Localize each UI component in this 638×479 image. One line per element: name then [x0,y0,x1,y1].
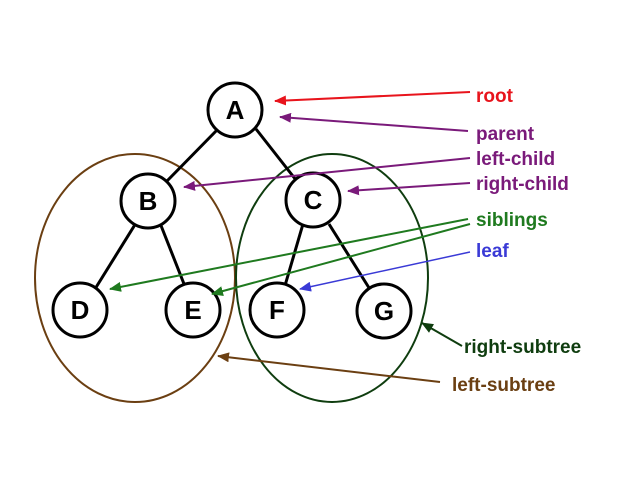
edge-c-f [282,223,305,290]
left-subtree-label: left-subtree [452,375,555,396]
node-a-label: A [226,95,245,125]
edge-b-d [93,222,138,290]
node-a: A [206,81,264,139]
edge-b-e [158,222,188,290]
siblings-arrow-e [211,223,471,296]
right-child-label: right-child [476,174,569,195]
node-b-label: B [139,186,158,216]
node-f: F [248,281,306,339]
node-c-label: C [304,185,323,215]
right-subtree-ellipse [235,153,429,403]
node-b: B [119,172,177,230]
leaf-arrow [299,251,471,292]
leaf-label: leaf [476,241,509,262]
parent-label: parent [476,124,535,145]
node-c: C [284,171,342,229]
left-child-arrow [183,157,471,191]
node-d-label: D [71,295,90,325]
edge-a-b [164,127,220,184]
node-e: E [164,281,222,339]
parent-arrow [279,112,469,132]
root-arrow [274,91,471,106]
right-child-arrow [347,182,471,196]
left-child-label: left-child [476,149,555,170]
node-g: G [355,282,413,340]
root-label: root [476,86,514,107]
node-e-label: E [184,295,201,325]
left-subtree-arrow [217,352,441,383]
right-subtree-arrow [421,322,463,347]
edge-a-c [254,128,298,181]
right-subtree-label: right-subtree [464,337,581,358]
node-g-label: G [374,296,394,326]
node-d: D [51,281,109,339]
siblings-arrow-d [109,218,469,292]
node-f-label: F [269,295,285,325]
siblings-label: siblings [476,210,548,231]
